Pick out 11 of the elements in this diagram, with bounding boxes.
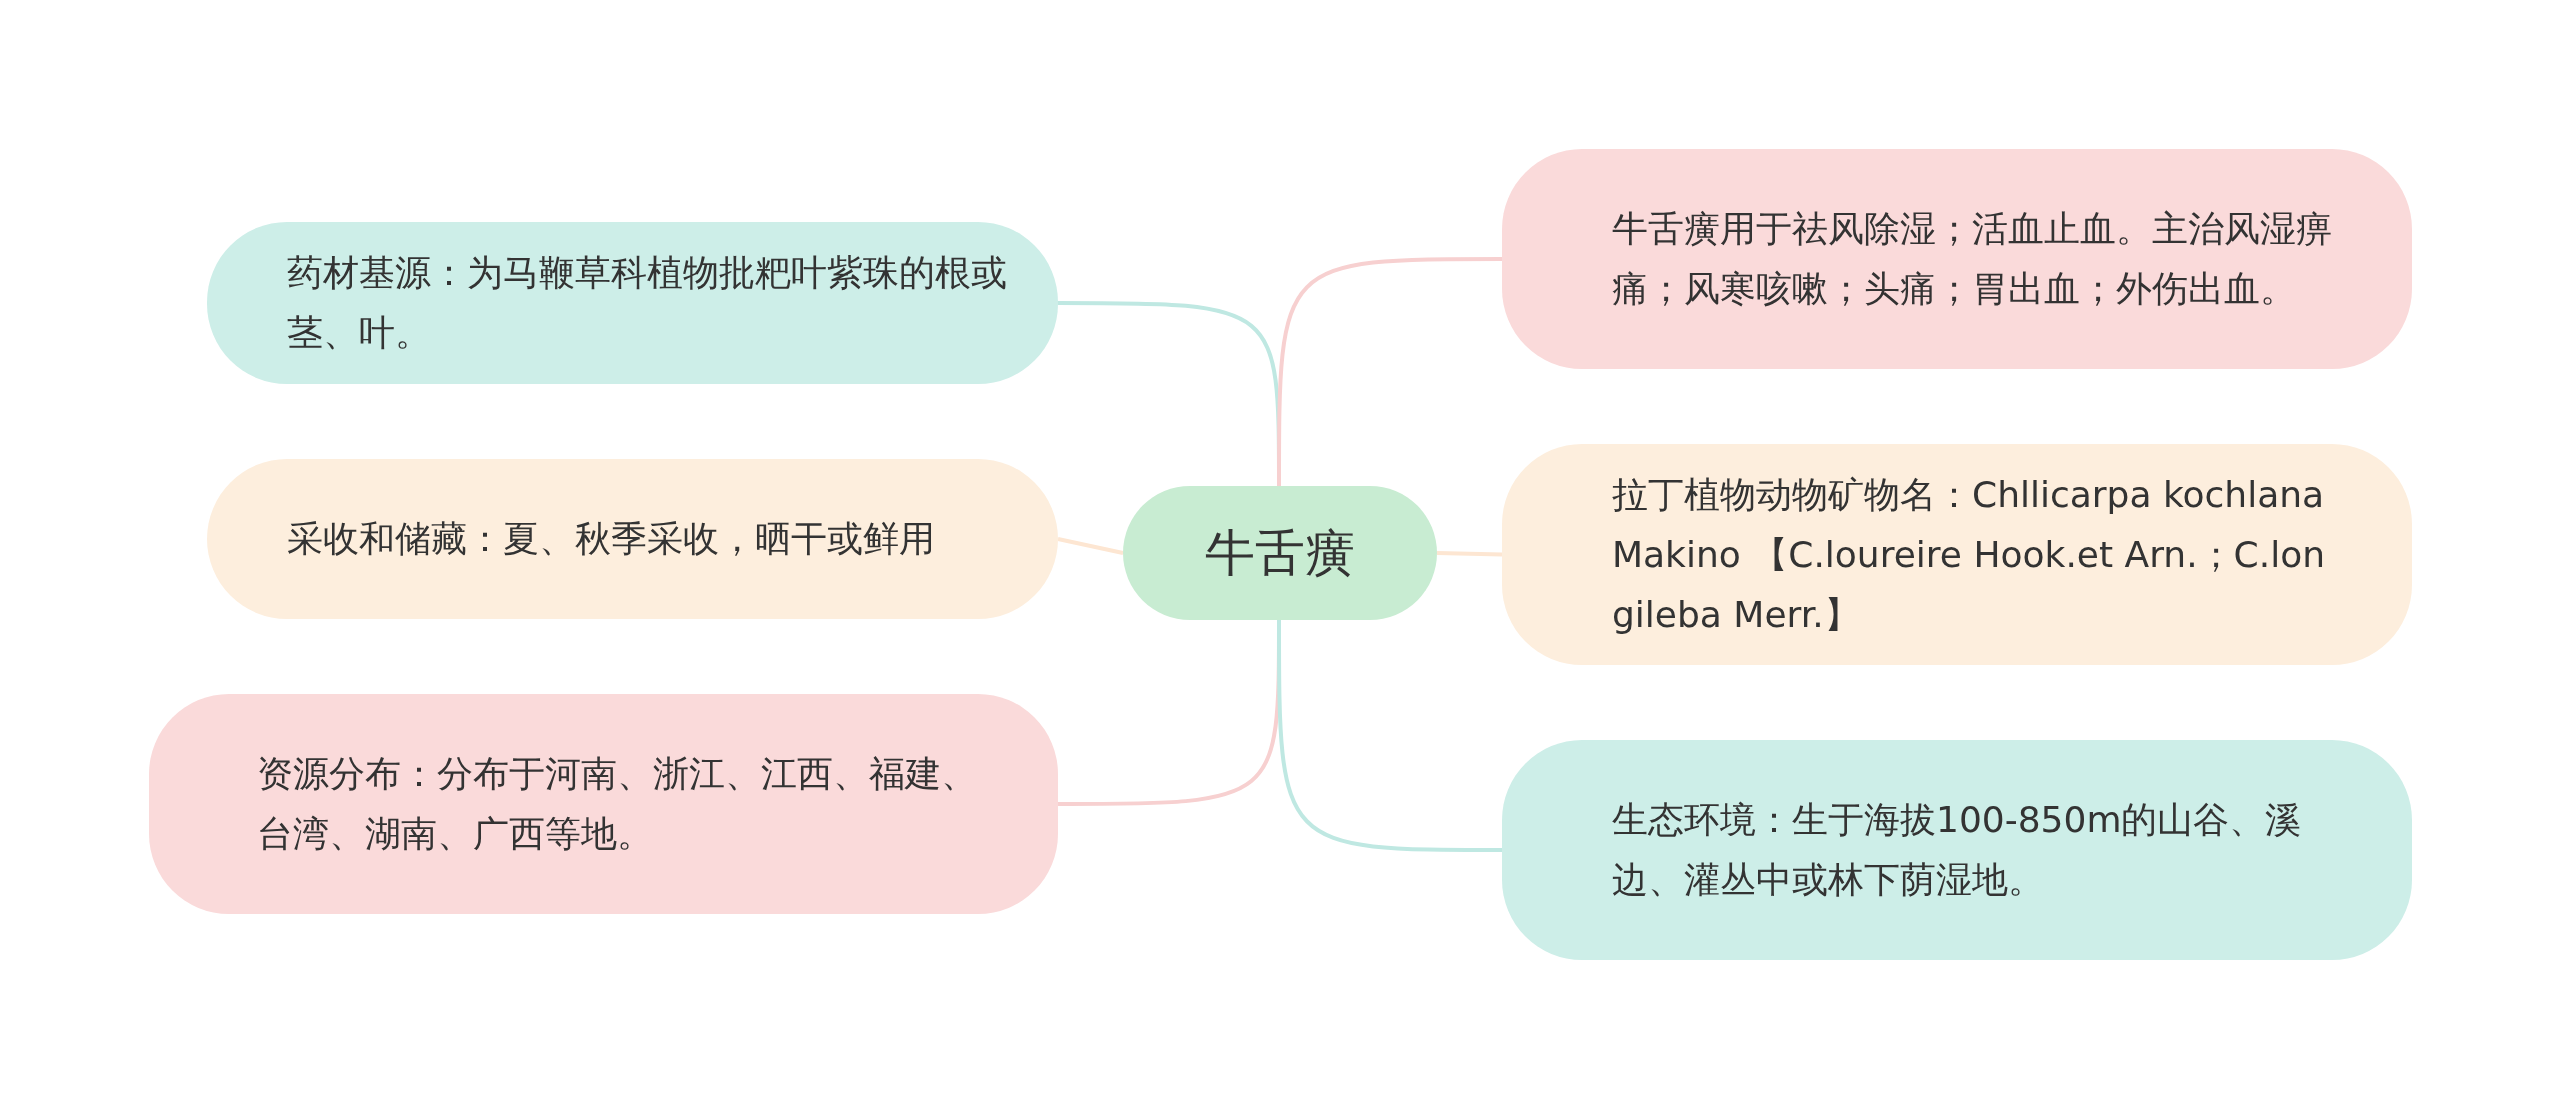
branch-bubble: 资源分布：分布于河南、浙江、江西、福建、台湾、湖南、广西等地。 <box>149 694 1058 914</box>
connector-line <box>1057 537 1124 555</box>
topic-bubble: 牛舌癀 <box>1123 486 1437 620</box>
connector-line <box>1277 257 1502 486</box>
branch-bubble: 牛舌癀用于祛风除湿；活血止血。主治风湿痹痛；风寒咳嗽；头痛；胃出血；外伤出血。 <box>1502 149 2412 369</box>
branch-bubble: 生态环境：生于海拔100-850m的山谷、溪边、灌丛中或林下荫湿地。 <box>1502 740 2412 960</box>
connector-line <box>1277 620 1502 852</box>
branch-bubble: 拉丁植物动物矿物名：Chllicarpa kochlana Makino 【C.loureire Hook.et Arn.；C.longileba Merr.】 <box>1502 444 2412 665</box>
branch-bubble: 采收和储藏：夏、秋季采收，晒干或鲜用 <box>207 459 1058 619</box>
connector-line <box>1436 551 1503 557</box>
branch-bubble: 药材基源：为马鞭草科植物批粑叶紫珠的根或茎、叶。 <box>207 222 1058 384</box>
